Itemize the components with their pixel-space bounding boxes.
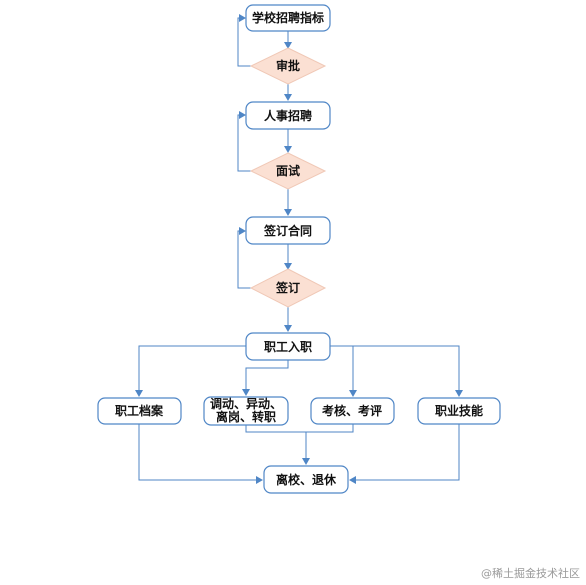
decision-label: 面试 xyxy=(276,163,300,178)
decision-approval: 审批 xyxy=(249,47,327,85)
loop-interview-back xyxy=(237,111,251,172)
node-label: 职业技能 xyxy=(435,403,483,418)
edge-onboarding-to-skills xyxy=(330,345,463,397)
edge-skills-to-leave xyxy=(349,424,460,484)
node-label: 职工档案 xyxy=(115,403,164,418)
decision-label: 审批 xyxy=(276,58,300,73)
node-label: 签订合同 xyxy=(263,223,312,238)
edge-transfer-to-leave xyxy=(245,425,310,465)
node-assessment: 考核、考评 xyxy=(310,397,395,425)
node-hr-recruitment: 人事招聘 xyxy=(245,101,331,130)
node-label: 考核、考评 xyxy=(322,403,382,418)
node-staff-records: 职工档案 xyxy=(97,397,182,425)
watermark: @稀土掘金技术社区 xyxy=(481,566,580,580)
node-transfer: 调动、异动、 离岗、转职 xyxy=(203,396,289,426)
edge-records-to-leave xyxy=(138,424,263,484)
node-label: 职工入职 xyxy=(264,340,312,354)
decision-interview: 面试 xyxy=(249,152,327,190)
decision-sign: 签订 xyxy=(249,268,327,308)
edge-onboarding-to-records xyxy=(135,345,246,397)
loop-sign-back xyxy=(237,227,251,289)
edge-onboarding-to-transfer xyxy=(242,360,289,396)
node-sign-contract: 签订合同 xyxy=(245,216,331,245)
loop-approval-back xyxy=(237,14,252,67)
decision-label: 签订 xyxy=(275,280,300,295)
node-label-line2: 离岗、转职 xyxy=(216,409,276,424)
node-label: 人事招聘 xyxy=(264,108,312,123)
node-label-line1: 调动、异动、 xyxy=(210,397,282,411)
edge-assessment-to-leave xyxy=(306,424,354,433)
node-label: 离校、退休 xyxy=(276,472,337,487)
node-school-recruitment-target: 学校招聘指标 xyxy=(245,4,331,32)
node-vocational-skills: 职业技能 xyxy=(417,397,501,425)
node-leave-retire: 离校、退休 xyxy=(263,465,349,494)
edge-onboarding-to-assessment xyxy=(330,345,357,397)
node-onboarding: 职工入职 xyxy=(245,332,331,361)
connectors xyxy=(135,14,463,484)
node-label: 学校招聘指标 xyxy=(252,10,324,25)
